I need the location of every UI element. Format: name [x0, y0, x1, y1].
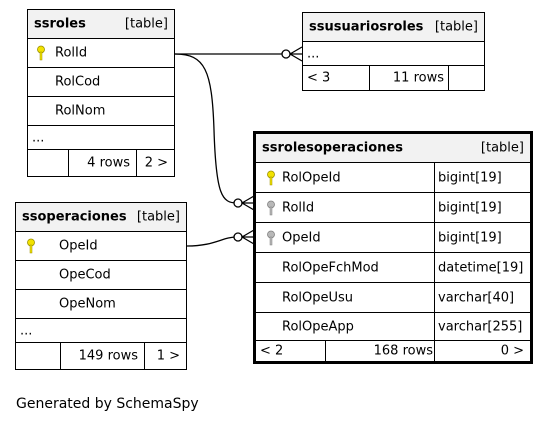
table-name: ssrolesoperaciones	[262, 140, 403, 156]
column-row[interactable]: OpeId	[16, 232, 186, 261]
table-ssroles[interactable]: ssroles [table] RolId RolCod RolNom ... …	[27, 9, 175, 177]
table-header: ssusuariosroles [table]	[303, 13, 484, 42]
footer-divider	[136, 150, 137, 176]
table-footer: 149 rows 1 >	[16, 343, 186, 369]
table-name: ssroles	[34, 16, 86, 32]
column-name: RolOpeApp	[282, 319, 354, 334]
footer-row-count: 11 rows	[392, 70, 444, 86]
crowfoot-roles	[241, 195, 255, 211]
column-name: RolOpeFchMod	[282, 260, 379, 275]
column-divider	[434, 163, 435, 192]
column-type: bigint[19]	[438, 170, 502, 185]
footer-row-count: 4 rows	[87, 155, 130, 171]
column-name: RolOpeId	[282, 170, 341, 185]
column-name: RolNom	[55, 103, 106, 119]
column-name: RolCod	[55, 74, 101, 90]
column-name: OpeNom	[59, 296, 116, 312]
foreign-key-icon	[267, 200, 275, 215]
column-name: RolId	[55, 45, 88, 61]
column-name: RolId	[282, 200, 315, 215]
foreign-key-icon	[267, 230, 275, 245]
column-divider	[434, 193, 435, 222]
footer-divider	[369, 66, 370, 90]
table-ssoperaciones[interactable]: ssoperaciones [table] OpeId OpeCod OpeNo…	[15, 202, 187, 370]
column-name: OpeId	[282, 230, 321, 245]
ellipsis: ...	[32, 130, 45, 145]
primary-key-icon	[27, 238, 35, 254]
zero-marker-usuariosroles	[281, 49, 291, 59]
more-columns-row[interactable]: ...	[16, 319, 186, 343]
footer-children: 0 >	[500, 343, 524, 359]
footer-divider	[448, 66, 449, 90]
primary-key-icon	[37, 45, 45, 61]
column-divider	[434, 283, 435, 312]
zero-marker-operaciones	[233, 232, 243, 242]
table-header: ssroles [table]	[28, 10, 174, 39]
column-row[interactable]: RolOpeFchMod datetime[19]	[256, 253, 530, 283]
crowfoot-usuariosroles	[289, 46, 303, 62]
ellipsis: ...	[307, 46, 320, 61]
edge-roles-rolesoperaciones	[174, 53, 238, 204]
footer-children: 2 >	[144, 155, 168, 171]
column-type: bigint[19]	[438, 230, 502, 245]
primary-key-icon	[267, 170, 275, 185]
table-kind: [table]	[480, 140, 524, 156]
footer-divider	[144, 343, 145, 369]
footer-divider	[434, 341, 435, 361]
table-footer: 4 rows 2 >	[28, 150, 174, 176]
column-row[interactable]: RolId bigint[19]	[256, 193, 530, 223]
table-name: ssoperaciones	[22, 209, 127, 225]
table-ssusuariosroles[interactable]: ssusuariosroles [table] ... < 3 11 rows	[302, 12, 485, 91]
column-row[interactable]: OpeCod	[16, 261, 186, 290]
crowfoot-operaciones	[241, 229, 255, 245]
column-name: OpeCod	[59, 267, 111, 283]
column-row[interactable]: RolOpeId bigint[19]	[256, 163, 530, 193]
table-kind: [table]	[434, 19, 478, 35]
table-header: ssoperaciones [table]	[16, 203, 186, 232]
column-row[interactable]: RolOpeApp varchar[255]	[256, 313, 530, 341]
column-divider	[434, 253, 435, 282]
column-name: OpeId	[59, 238, 98, 254]
table-kind: [table]	[124, 16, 168, 32]
column-type: varchar[255]	[438, 319, 523, 334]
ellipsis: ...	[20, 323, 33, 338]
column-row[interactable]: RolNom	[28, 97, 174, 126]
table-footer: < 2 168 rows 0 >	[256, 341, 530, 361]
footer-divider	[60, 343, 61, 369]
table-ssrolesoperaciones[interactable]: ssrolesoperaciones [table] RolOpeId bigi…	[253, 131, 533, 364]
more-columns-row[interactable]: ...	[28, 126, 174, 150]
column-name: RolOpeUsu	[282, 290, 354, 305]
edge-operaciones-rolesoperaciones	[186, 236, 238, 247]
footer-divider	[325, 341, 326, 361]
table-footer: < 3 11 rows	[303, 66, 484, 90]
column-row[interactable]: RolCod	[28, 68, 174, 97]
more-columns-row[interactable]: ...	[303, 42, 484, 66]
column-type: datetime[19]	[438, 260, 524, 275]
column-row[interactable]: OpeId bigint[19]	[256, 223, 530, 253]
table-kind: [table]	[136, 209, 180, 225]
footer-children: 1 >	[156, 348, 180, 364]
table-header: ssrolesoperaciones [table]	[256, 134, 530, 163]
footer-parents: < 3	[307, 70, 331, 86]
footer-parents: < 2	[260, 343, 284, 359]
footer-row-count: 168 rows	[373, 343, 433, 359]
column-row[interactable]: RolId	[28, 39, 174, 68]
generated-by-note: Generated by SchemaSpy	[16, 396, 199, 412]
column-divider	[434, 313, 435, 340]
column-row[interactable]: OpeNom	[16, 290, 186, 319]
column-row[interactable]: RolOpeUsu varchar[40]	[256, 283, 530, 313]
column-divider	[434, 223, 435, 252]
table-name: ssusuariosroles	[309, 19, 424, 35]
column-type: varchar[40]	[438, 290, 515, 305]
footer-row-count: 149 rows	[78, 348, 138, 364]
column-type: bigint[19]	[438, 200, 502, 215]
footer-divider	[68, 150, 69, 176]
zero-marker-roles	[233, 198, 243, 208]
